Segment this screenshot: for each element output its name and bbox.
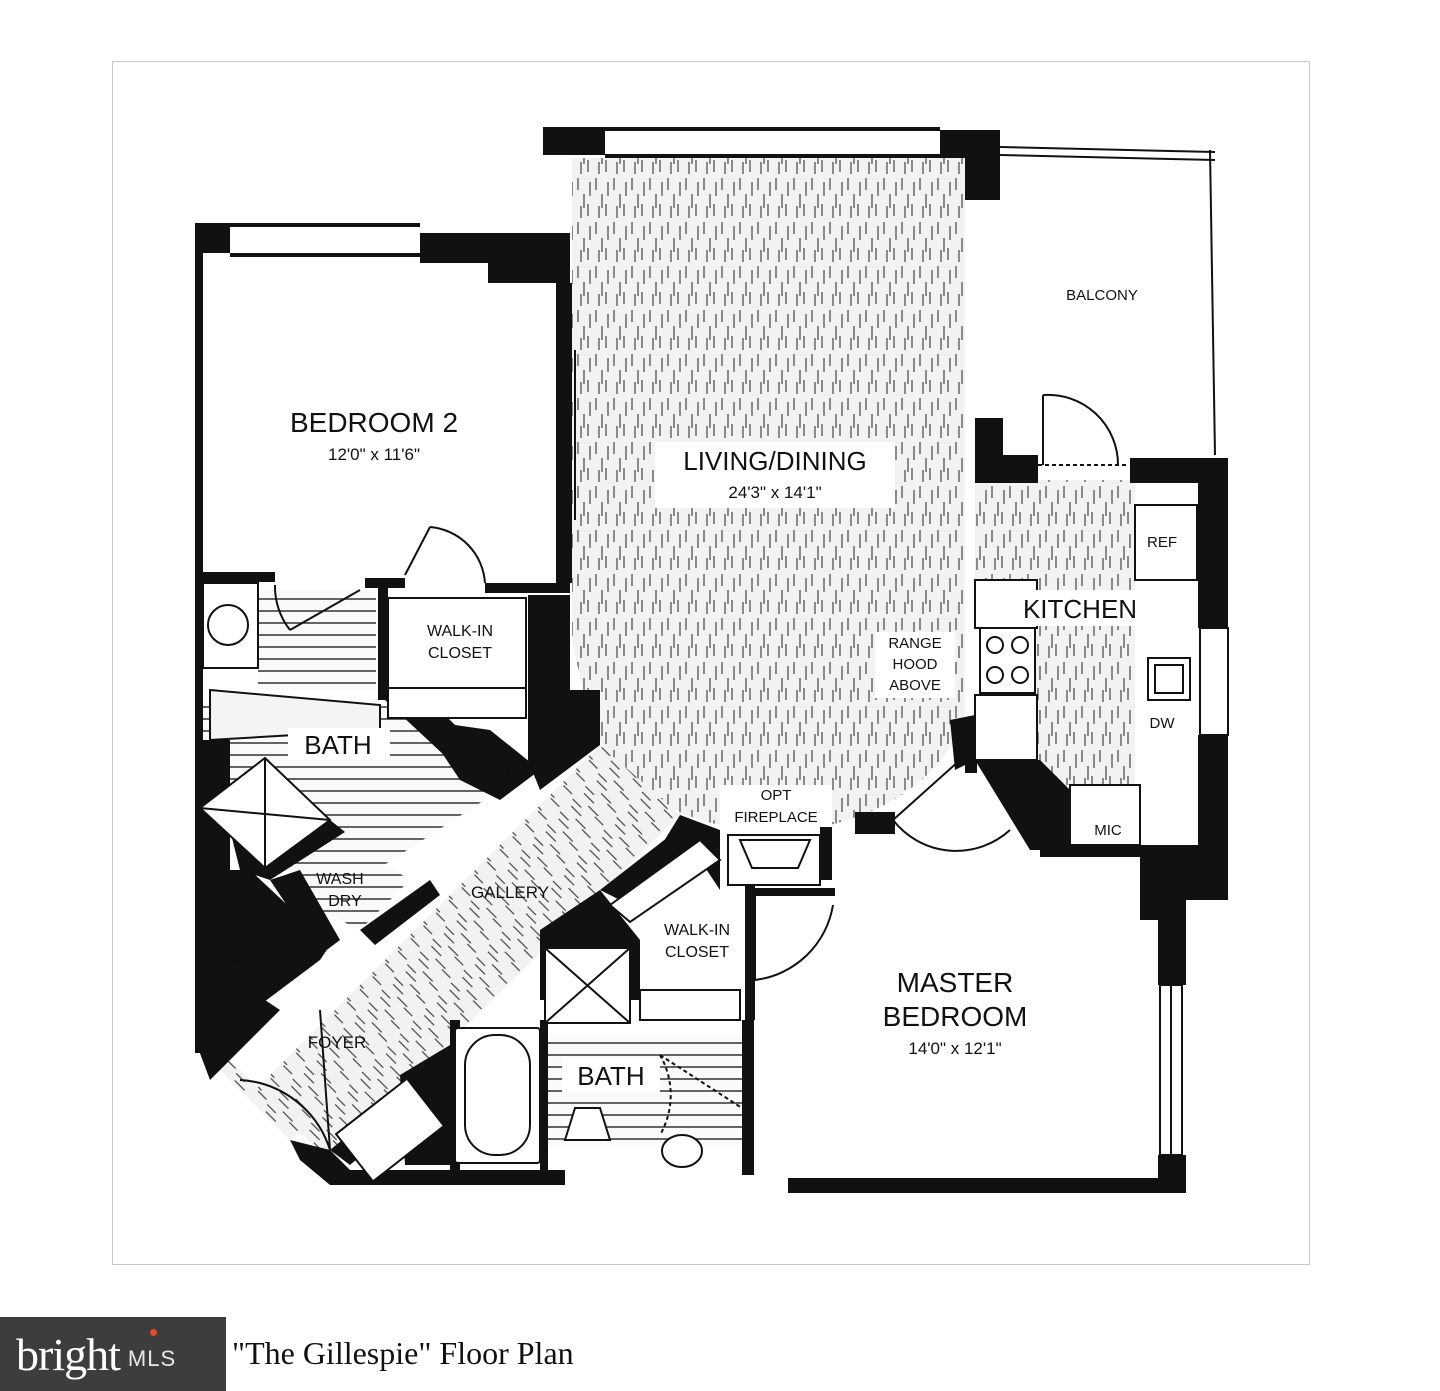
bath1-label-bg bbox=[288, 728, 390, 760]
kitchen-label: KITCHEN bbox=[1023, 594, 1137, 624]
walkin2-label-1: WALK-IN bbox=[664, 922, 730, 939]
windows bbox=[567, 146, 1229, 1156]
footer: bright MLS "The Gillespie" Floor Plan bbox=[0, 1317, 1440, 1391]
dry-label: DRY bbox=[328, 893, 362, 910]
logo-word: bright bbox=[16, 1328, 121, 1380]
fireplace-label-bg bbox=[720, 785, 832, 827]
range-label-bg bbox=[875, 632, 955, 698]
range-label-3: ABOVE bbox=[889, 677, 941, 694]
logo-mls: MLS bbox=[127, 1346, 177, 1371]
fixtures bbox=[198, 504, 1198, 1183]
balcony-label: BALCONY bbox=[1066, 287, 1138, 304]
master-label-2: BEDROOM bbox=[883, 1001, 1028, 1032]
gallery-label: GALLERY bbox=[471, 883, 549, 902]
floor-plan-caption: "The Gillespie" Floor Plan bbox=[232, 1335, 574, 1371]
living-dining-size: 24'3" x 14'1" bbox=[728, 483, 821, 502]
logo-accent-dot bbox=[150, 1329, 157, 1336]
doors bbox=[239, 393, 1128, 1151]
bath2-label-bg bbox=[562, 1058, 660, 1092]
dw-label: DW bbox=[1150, 715, 1176, 732]
range-label-2: HOOD bbox=[893, 656, 938, 673]
mic-label: MIC bbox=[1094, 822, 1122, 839]
bath1-label: BATH bbox=[304, 730, 371, 760]
ref-label: REF bbox=[1147, 534, 1177, 551]
range-label-1: RANGE bbox=[888, 635, 941, 652]
walkin1-label-2: CLOSET bbox=[428, 645, 492, 662]
mech-label: MECH bbox=[226, 952, 273, 969]
opt-label: OPT bbox=[761, 787, 792, 804]
bath2-label: BATH bbox=[577, 1061, 644, 1091]
walkin1-label-1: WALK-IN bbox=[427, 623, 493, 640]
foyer-label: FOYER bbox=[308, 1033, 367, 1052]
living-label-bg bbox=[655, 442, 895, 508]
walkin2-label-2: CLOSET bbox=[665, 944, 729, 961]
brightmls-logo: bright MLS bbox=[0, 1317, 226, 1391]
lin-label: LIN bbox=[486, 763, 509, 780]
bedroom2-label: BEDROOM 2 bbox=[290, 407, 458, 438]
gallery-floor bbox=[210, 745, 680, 1160]
fireplace-label: FIREPLACE bbox=[734, 809, 817, 826]
bedroom2-size: 12'0" x 11'6" bbox=[328, 445, 420, 464]
room-labels: BEDROOM 2 12'0" x 11'6" LIVING/DINING 24… bbox=[226, 287, 1177, 1092]
living-dining-label: LIVING/DINING bbox=[683, 446, 866, 476]
master-size: 14'0" x 12'1" bbox=[908, 1039, 1001, 1058]
wash-label: WASH bbox=[316, 871, 363, 888]
master-label-1: MASTER bbox=[897, 967, 1014, 998]
kitchen-label-bg bbox=[1000, 590, 1135, 626]
